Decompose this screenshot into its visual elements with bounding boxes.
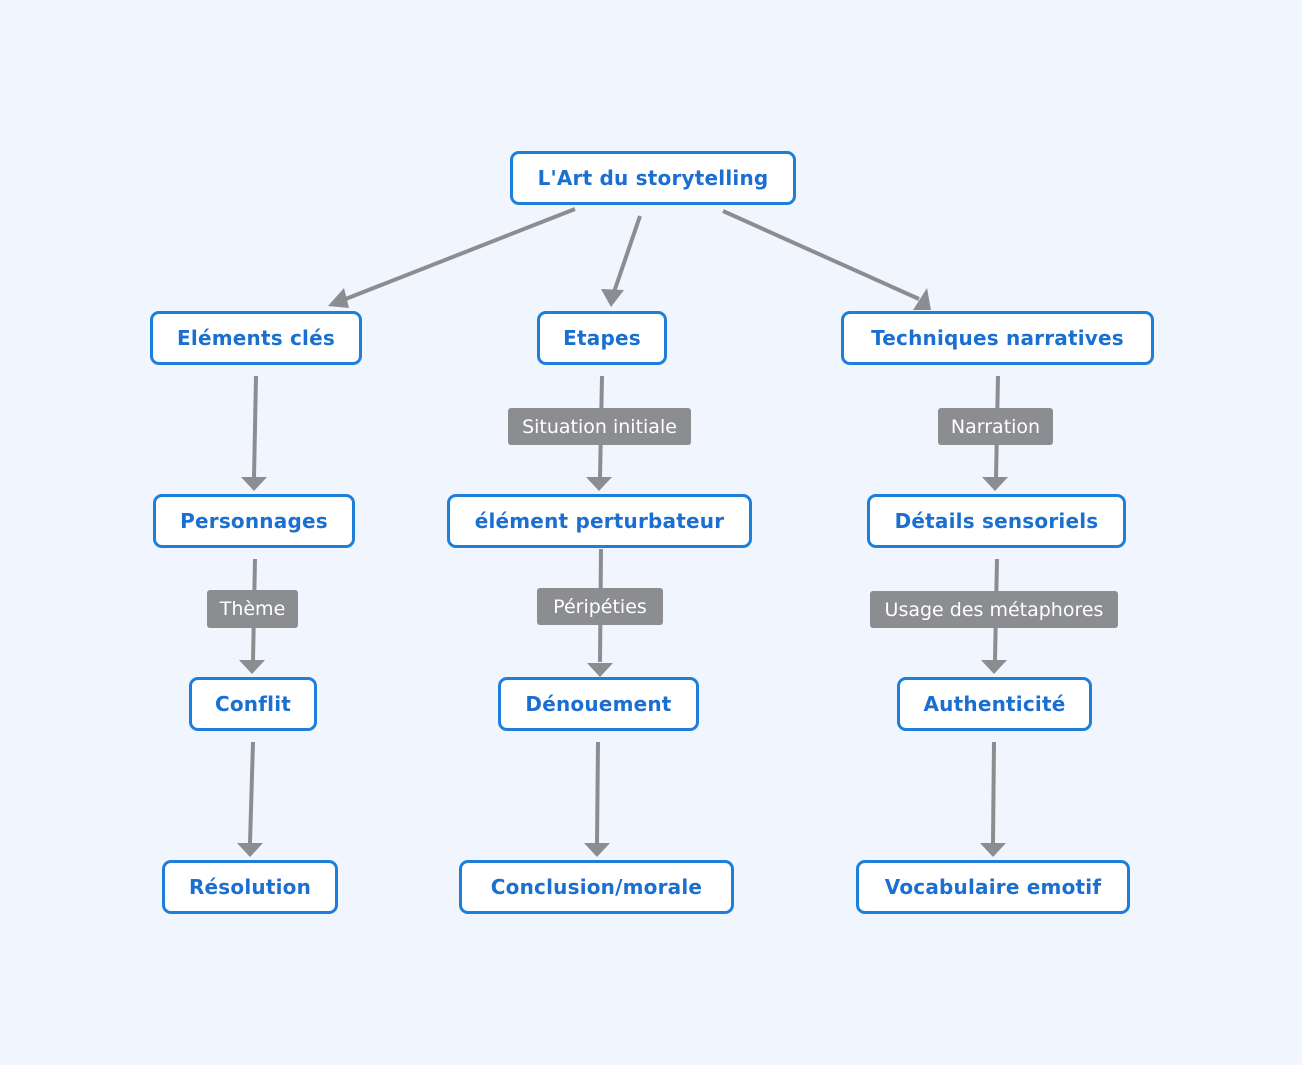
edge-conflit-resolution (248, 741, 255, 844)
edge-root-elements-cles (342, 207, 576, 302)
edge-authenticite-vocabulaire (991, 741, 996, 844)
edge-denouement-conclusion (595, 741, 600, 844)
node-root-storytelling[interactable]: L'Art du storytelling (510, 151, 796, 205)
arrowhead-etapes (601, 289, 624, 307)
node-etapes[interactable]: Etapes (537, 311, 667, 365)
arrowhead-techniques (913, 288, 931, 310)
node-techniques-narratives[interactable]: Techniques narratives (841, 311, 1154, 365)
edge-root-techniques (722, 209, 920, 301)
edge-root-etapes (611, 215, 642, 296)
node-vocabulaire-emotif[interactable]: Vocabulaire emotif (856, 860, 1130, 914)
arrowhead-conclusion (584, 843, 610, 857)
arrowhead-denouement (587, 663, 613, 677)
node-details-sensoriels[interactable]: Détails sensoriels (867, 494, 1126, 548)
node-denouement[interactable]: Dénouement (498, 677, 699, 731)
arrowhead-element-perturbateur (586, 477, 612, 491)
arrowhead-vocabulaire (980, 843, 1006, 857)
arrowhead-authenticite (981, 660, 1007, 674)
edge-label-situation-initiale: Situation initiale (508, 408, 691, 445)
node-personnages[interactable]: Personnages (153, 494, 355, 548)
arrowhead-details (982, 477, 1008, 491)
arrowhead-conflit (239, 660, 265, 674)
arrowhead-resolution (237, 843, 263, 857)
edge-label-theme: Thème (207, 590, 298, 628)
node-conflit[interactable]: Conflit (189, 677, 317, 731)
arrowhead-elements-cles (328, 288, 349, 308)
edge-label-peripeties: Péripéties (537, 588, 663, 625)
node-resolution[interactable]: Résolution (162, 860, 338, 914)
edge-label-narration: Narration (938, 408, 1053, 445)
node-conclusion-morale[interactable]: Conclusion/morale (459, 860, 734, 914)
node-element-perturbateur[interactable]: élément perturbateur (447, 494, 752, 548)
node-authenticite[interactable]: Authenticité (897, 677, 1092, 731)
edge-elements-cles-personnages (252, 375, 258, 479)
edge-label-usage-metaphores: Usage des métaphores (870, 591, 1118, 628)
arrowhead-personnages (241, 477, 267, 491)
node-elements-cles[interactable]: Eléments clés (150, 311, 362, 365)
